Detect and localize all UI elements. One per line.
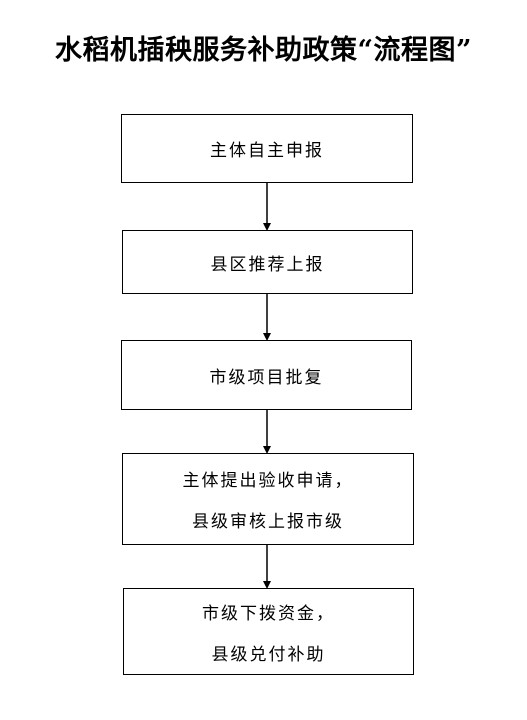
flow-step-1-text: 主体自主申报: [210, 141, 324, 161]
flow-step-5: 市级下拨资金， 县级兑付补助: [123, 588, 414, 675]
flow-step-3: 市级项目批复: [121, 340, 412, 410]
flow-step-2-text: 县区推荐上报: [210, 254, 325, 275]
page-title: 水稻机插秧服务补助政策“流程图”: [54, 35, 473, 66]
flow-step-4: 主体提出验收申请， 县级审核上报市级: [122, 453, 414, 545]
flow-step-1: 主体自主申报: [121, 114, 413, 183]
flow-step-5-line-1: 市级下拨资金，: [202, 603, 335, 624]
flow-step-5-line-2: 县级兑付补助: [211, 644, 326, 665]
flow-step-3-text: 市级项目批复: [209, 367, 324, 388]
flow-step-4-line-1: 主体提出验收申请，: [182, 471, 354, 491]
flow-step-2: 县区推荐上报: [122, 230, 413, 294]
flow-step-4-line-2: 县级审核上报市级: [192, 512, 344, 532]
